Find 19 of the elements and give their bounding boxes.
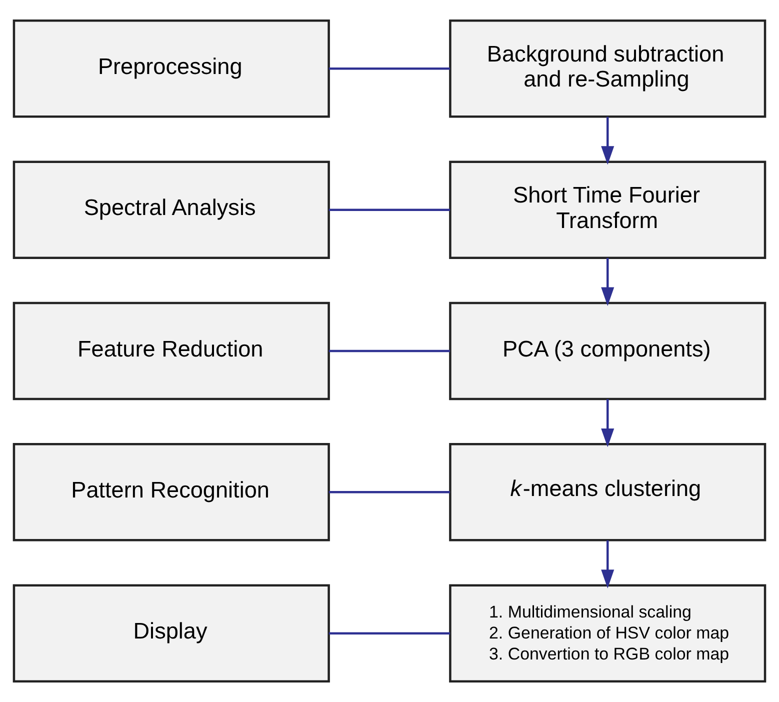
node-box: k-means clustering bbox=[449, 443, 766, 542]
node-box: Preprocessing bbox=[12, 20, 330, 118]
node-box: 1. Multidimensional scaling 2. Generation of HSV color map 3. Convertion to RGB color map bbox=[449, 584, 766, 682]
node-box: Background subtraction and re-Sampling bbox=[449, 20, 766, 118]
arrow bbox=[601, 258, 614, 306]
node-box: Short Time Fourier Transform bbox=[449, 160, 766, 259]
node-box: Spectral Analysis bbox=[12, 160, 330, 259]
node-box: Pattern Recognition bbox=[12, 443, 330, 542]
arrow bbox=[601, 399, 614, 448]
node-box: Feature Reduction bbox=[12, 302, 330, 400]
connector bbox=[328, 491, 450, 494]
connector bbox=[328, 350, 450, 352]
connector bbox=[328, 68, 450, 70]
connector bbox=[328, 632, 450, 634]
node-box: PCA (3 components) bbox=[449, 302, 766, 400]
arrow bbox=[601, 540, 614, 588]
connector bbox=[328, 208, 450, 211]
arrow bbox=[601, 116, 614, 165]
node-box: Display bbox=[12, 584, 330, 682]
